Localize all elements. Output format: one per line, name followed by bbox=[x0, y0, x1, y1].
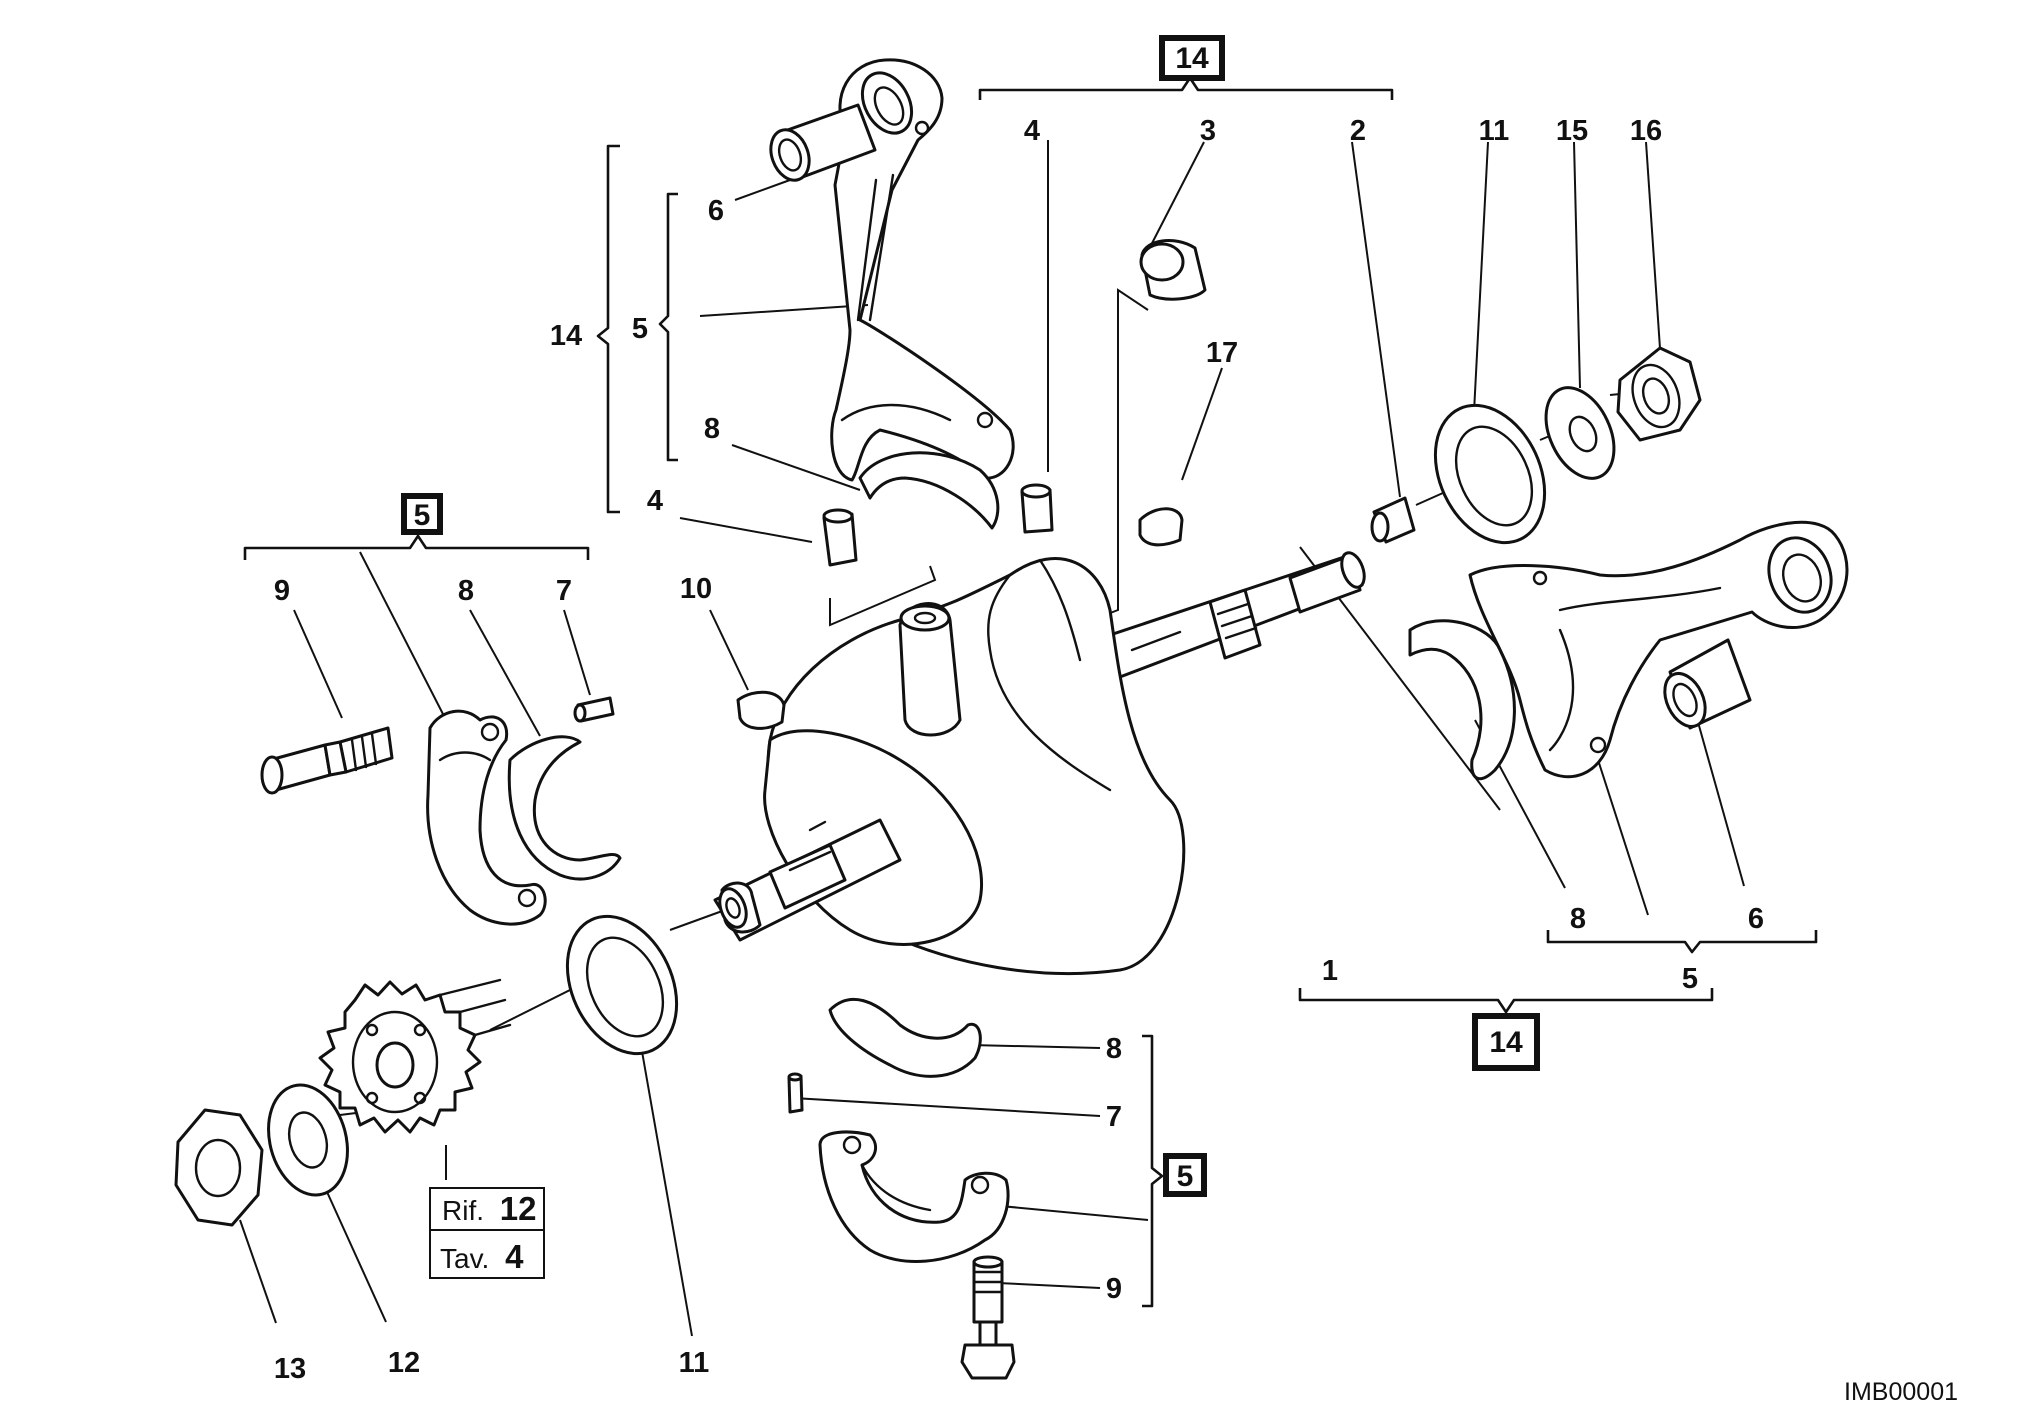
svg-text:Rif. 12: Rif. 12 bbox=[442, 1190, 537, 1227]
gear bbox=[318, 978, 512, 1134]
callout-plug-left-a: 4 bbox=[647, 485, 663, 517]
callout-bolt-bottom: 9 bbox=[1106, 1273, 1122, 1305]
callout-plug-left-b: 4 bbox=[1024, 115, 1040, 147]
callout-shim-right: 11 bbox=[1479, 115, 1510, 147]
callout-big-end-shell-bottom: 8 bbox=[1106, 1033, 1122, 1065]
callout-bolt-left: 9 bbox=[274, 575, 290, 607]
small-end-bush-right bbox=[1663, 638, 1752, 730]
cross-ref-tav-prefix: Tav. bbox=[440, 1243, 489, 1274]
nut bbox=[174, 1108, 264, 1227]
callout-nut: 13 bbox=[274, 1353, 306, 1385]
kit-ref-bottom-right-label: 14 bbox=[1489, 1026, 1523, 1059]
big-end-shell-upper bbox=[858, 451, 1000, 530]
big-end-shell-right bbox=[1408, 619, 1516, 781]
image-code: IMB00001 bbox=[1844, 1378, 1958, 1406]
callout-shim-bottom: 11 bbox=[679, 1347, 710, 1379]
shim-right bbox=[1433, 403, 1547, 545]
kit-ref-bottom-center: 5 bbox=[1163, 1153, 1207, 1197]
key-left bbox=[736, 690, 786, 730]
callout-plug-center: 3 bbox=[1200, 115, 1216, 147]
bolt-bottom bbox=[960, 1255, 1016, 1380]
shim-bottom bbox=[565, 914, 679, 1056]
cross-ref-rif-number: 12 bbox=[500, 1190, 537, 1227]
dowel-left bbox=[573, 696, 615, 723]
connecting-rod-right bbox=[1468, 520, 1849, 779]
callout-washer-right: 15 bbox=[1556, 115, 1588, 147]
callout-conrod-right: 5 bbox=[1682, 963, 1698, 995]
callout-big-end-shell-left: 8 bbox=[458, 575, 474, 607]
callout-crankshaft: 1 bbox=[1322, 955, 1338, 987]
callout-dowel-bottom: 7 bbox=[1106, 1101, 1122, 1133]
connecting-rod-upper bbox=[830, 58, 1015, 482]
callout-nut-right: 16 bbox=[1630, 115, 1662, 147]
nut-right bbox=[1616, 346, 1702, 442]
key-right bbox=[1138, 507, 1184, 547]
big-end-shell-bottom bbox=[828, 997, 982, 1078]
callout-big-end-shell-top: 8 bbox=[704, 413, 720, 445]
kit-ref-bottom-right: 14 bbox=[1472, 1013, 1540, 1071]
callout-conrod-left: 5 bbox=[632, 313, 648, 345]
svg-text:Tav. 4: Tav. 4 bbox=[440, 1238, 524, 1275]
cross-ref-tav-number: 4 bbox=[505, 1238, 524, 1275]
callout-small-end-bush-right: 6 bbox=[1748, 903, 1764, 935]
kit-ref-left-upper: 5 bbox=[401, 493, 443, 535]
callout-assembly-left: 14 bbox=[550, 320, 582, 352]
callout-washer: 12 bbox=[388, 1347, 420, 1379]
callout-big-end-shell-right: 8 bbox=[1570, 903, 1586, 935]
cross-ref-rif-prefix: Rif. bbox=[442, 1195, 484, 1226]
plug-center bbox=[1139, 239, 1207, 301]
callout-key-right: 17 bbox=[1206, 337, 1238, 369]
kit-ref-bottom-center-label: 5 bbox=[1177, 1160, 1194, 1193]
callout-small-end-bush-left: 6 bbox=[708, 195, 724, 227]
plug-right bbox=[1370, 496, 1416, 544]
plug-left-b bbox=[1020, 483, 1054, 534]
small-end-bush-upper bbox=[769, 103, 877, 182]
big-end-shell-left bbox=[507, 735, 622, 881]
con-rod-cap-bottom bbox=[818, 1130, 1010, 1263]
kit-ref-top-center-label: 14 bbox=[1175, 42, 1209, 75]
washer bbox=[267, 1083, 349, 1197]
kit-ref-top-center: 14 bbox=[1159, 35, 1225, 81]
crankshaft bbox=[713, 551, 1366, 975]
washer-right bbox=[1544, 386, 1616, 480]
callout-key-left: 10 bbox=[680, 573, 712, 605]
plug-left-a bbox=[822, 508, 858, 567]
con-rod-cap-left bbox=[426, 709, 547, 926]
bolt-left bbox=[260, 726, 394, 795]
kit-ref-left-upper-label: 5 bbox=[414, 499, 431, 532]
cross-reference-box: Rif. 12 Tav. 4 bbox=[429, 1187, 545, 1279]
callout-dowel-left: 7 bbox=[556, 575, 572, 607]
callout-plug-right: 2 bbox=[1350, 115, 1366, 147]
dowel-bottom bbox=[787, 1072, 804, 1114]
callout-numbers: 1 2 3 4 4 5 5 6 6 7 7 8 8 8 8 9 9 10 11 … bbox=[274, 115, 1764, 1385]
